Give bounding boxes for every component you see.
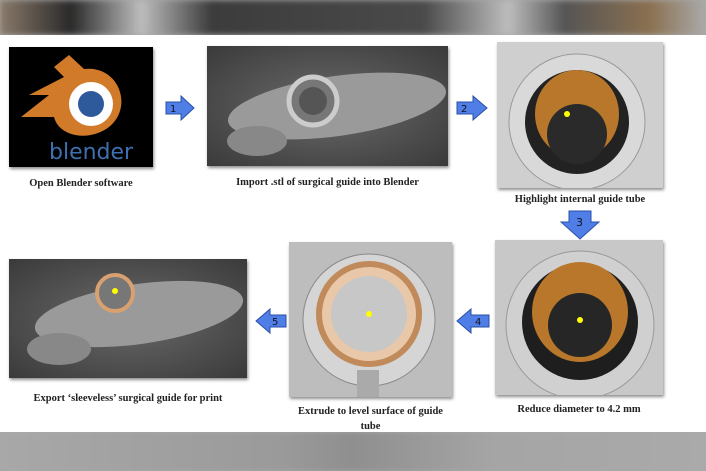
svg-text:5: 5: [272, 317, 278, 328]
export-guide-image: [9, 259, 247, 378]
blender-logo-image: blender: [9, 47, 153, 167]
step-6-caption: Export ‘sleeveless’ surgical guide for p…: [33, 393, 223, 404]
step-3-caption: Highlight internal guide tube: [514, 194, 646, 205]
svg-text:3: 3: [576, 216, 583, 229]
import-stl-image: [207, 46, 448, 166]
reduce-diameter-image: [495, 240, 663, 395]
step-arrow-2: 2: [456, 95, 488, 121]
blurred-background-bottom: [0, 432, 706, 471]
step-1-caption: Open Blender software: [29, 178, 133, 189]
svg-text:2: 2: [461, 104, 467, 115]
arrow-1-label: 1: [170, 104, 176, 115]
step-arrow-1: 1: [165, 95, 195, 121]
step-arrow-5: 5: [255, 308, 287, 334]
step-5-caption: Extrude to level surface of guide tube: [298, 406, 443, 432]
step-2-caption: Import .stl of surgical guide into Blend…: [236, 177, 419, 188]
svg-text:4: 4: [475, 317, 481, 328]
blurred-background-top: [0, 0, 706, 35]
step-arrow-3: 3: [560, 210, 600, 240]
highlight-tube-image: [497, 42, 663, 188]
step-arrow-4: 4: [456, 308, 490, 334]
step-4-caption: Reduce diameter to 4.2 mm: [517, 404, 641, 415]
extrude-surface-image: [289, 242, 452, 397]
svg-text:blender: blender: [49, 140, 134, 165]
